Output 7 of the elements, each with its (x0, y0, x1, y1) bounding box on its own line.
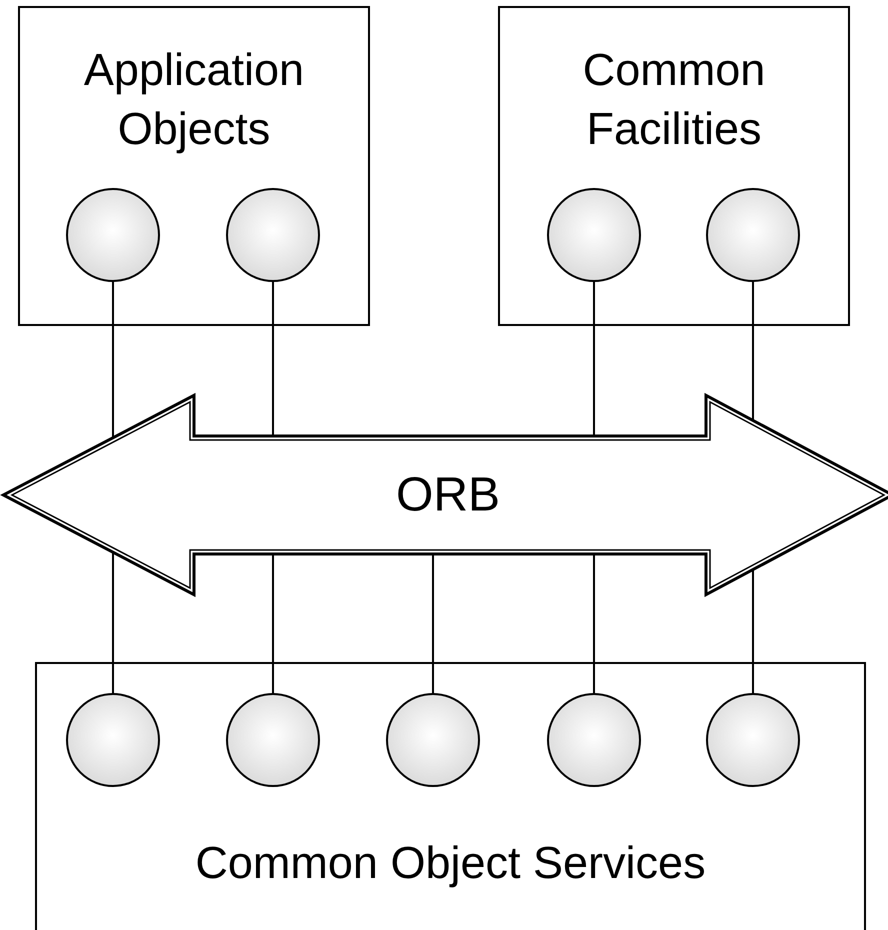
bus-label: ORB (394, 468, 501, 522)
group-label: Common Object Services (194, 836, 707, 890)
group-label: Common Facilities (582, 43, 766, 156)
group-label: Application Objects (82, 43, 306, 156)
group-box (18, 6, 370, 326)
group-box (35, 662, 866, 930)
group-box (498, 6, 850, 326)
